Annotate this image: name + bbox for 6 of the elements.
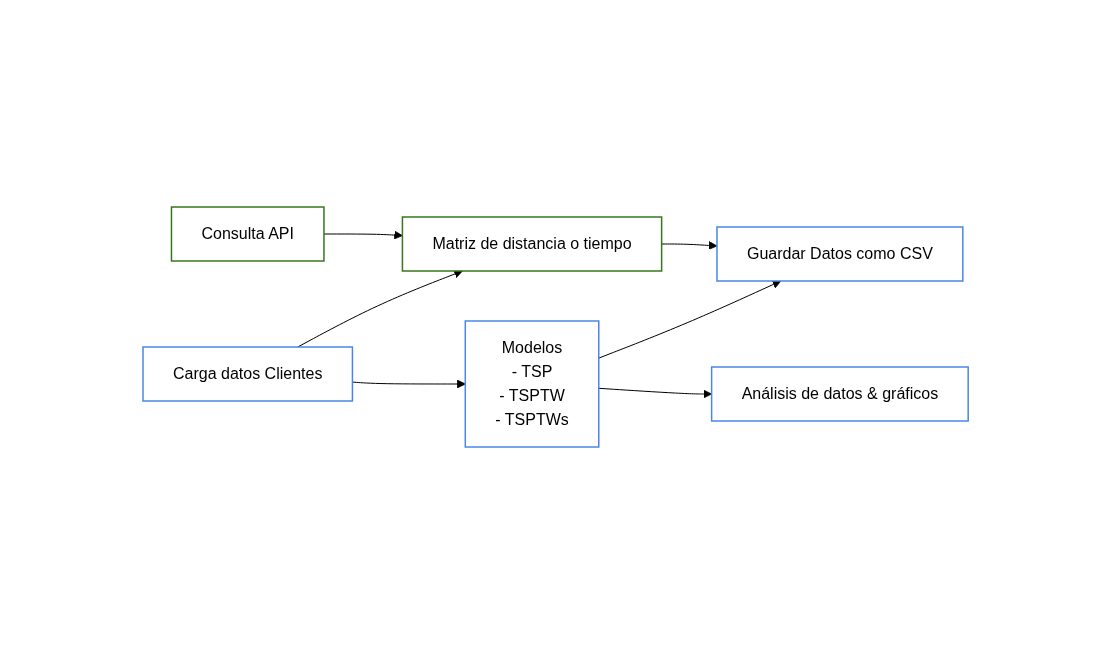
node-box: Matriz de distancia o tiempo <box>402 216 663 272</box>
node-box: Guardar Datos como CSV <box>716 226 964 282</box>
node-box: Consulta API <box>171 206 326 262</box>
node-box: Análisis de datos & gráficos <box>711 366 970 422</box>
node-box: Modelos - TSP - TSPTW - TSPTWs <box>464 320 600 448</box>
node-box: Carga datos Clientes <box>142 346 354 402</box>
